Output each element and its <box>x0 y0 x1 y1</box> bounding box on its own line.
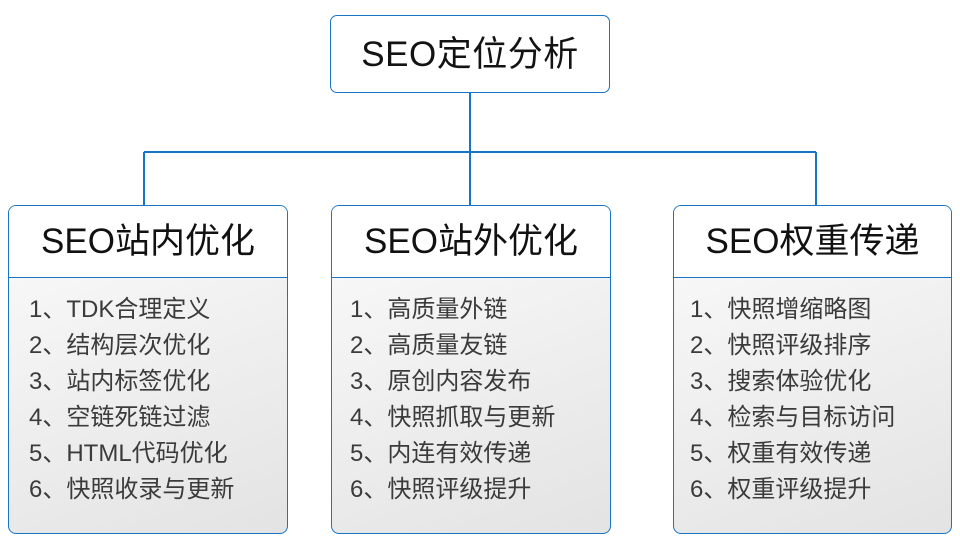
list-item: 6、快照收录与更新 <box>29 476 235 503</box>
branch-item-list: 1、快照增缩略图 2、快照评级排序 3、搜索体验优化 4、检索与目标访问 5、权… <box>674 292 951 508</box>
list-item: 3、搜索体验优化 <box>690 368 872 395</box>
branch-body: 1、快照增缩略图 2、快照评级排序 3、搜索体验优化 4、检索与目标访问 5、权… <box>674 278 951 533</box>
branch-header: SEO站外优化 <box>332 206 610 278</box>
list-item: 4、空链死链过滤 <box>29 404 211 431</box>
branch-body: 1、TDK合理定义 2、结构层次优化 3、站内标签优化 4、空链死链过滤 5、H… <box>9 278 287 533</box>
list-item: 1、快照增缩略图 <box>690 296 872 323</box>
list-item: 5、HTML代码优化 <box>29 440 228 467</box>
list-item: 2、结构层次优化 <box>29 332 211 359</box>
branch-node-seo-weight-transfer[interactable]: SEO权重传递 1、快照增缩略图 2、快照评级排序 3、搜索体验优化 4、检索与… <box>673 205 952 534</box>
list-item: 2、高质量友链 <box>350 332 508 359</box>
list-item: 3、原创内容发布 <box>350 368 532 395</box>
branch-node-seo-offsite[interactable]: SEO站外优化 1、高质量外链 2、高质量友链 3、原创内容发布 4、快照抓取与… <box>331 205 611 534</box>
list-item: 1、TDK合理定义 <box>29 296 211 323</box>
branch-title: SEO站内优化 <box>41 222 255 261</box>
branch-item-list: 1、高质量外链 2、高质量友链 3、原创内容发布 4、快照抓取与更新 5、内连有… <box>332 292 610 508</box>
list-item: 6、快照评级提升 <box>350 476 532 503</box>
branch-header: SEO站内优化 <box>9 206 287 278</box>
branch-header: SEO权重传递 <box>674 206 951 278</box>
list-item: 3、站内标签优化 <box>29 368 211 395</box>
list-item: 4、检索与目标访问 <box>690 404 896 431</box>
branch-title: SEO权重传递 <box>705 222 920 261</box>
root-node[interactable]: SEO定位分析 <box>330 15 610 93</box>
list-item: 2、快照评级排序 <box>690 332 872 359</box>
branch-node-seo-onsite[interactable]: SEO站内优化 1、TDK合理定义 2、结构层次优化 3、站内标签优化 4、空链… <box>8 205 288 534</box>
list-item: 5、内连有效传递 <box>350 440 532 467</box>
list-item: 4、快照抓取与更新 <box>350 404 556 431</box>
branch-body: 1、高质量外链 2、高质量友链 3、原创内容发布 4、快照抓取与更新 5、内连有… <box>332 278 610 533</box>
list-item: 1、高质量外链 <box>350 296 508 323</box>
root-node-label: SEO定位分析 <box>361 34 579 74</box>
list-item: 6、权重评级提升 <box>690 476 872 503</box>
list-item: 5、权重有效传递 <box>690 440 872 467</box>
branch-title: SEO站外优化 <box>364 222 578 261</box>
branch-item-list: 1、TDK合理定义 2、结构层次优化 3、站内标签优化 4、空链死链过滤 5、H… <box>9 292 287 508</box>
